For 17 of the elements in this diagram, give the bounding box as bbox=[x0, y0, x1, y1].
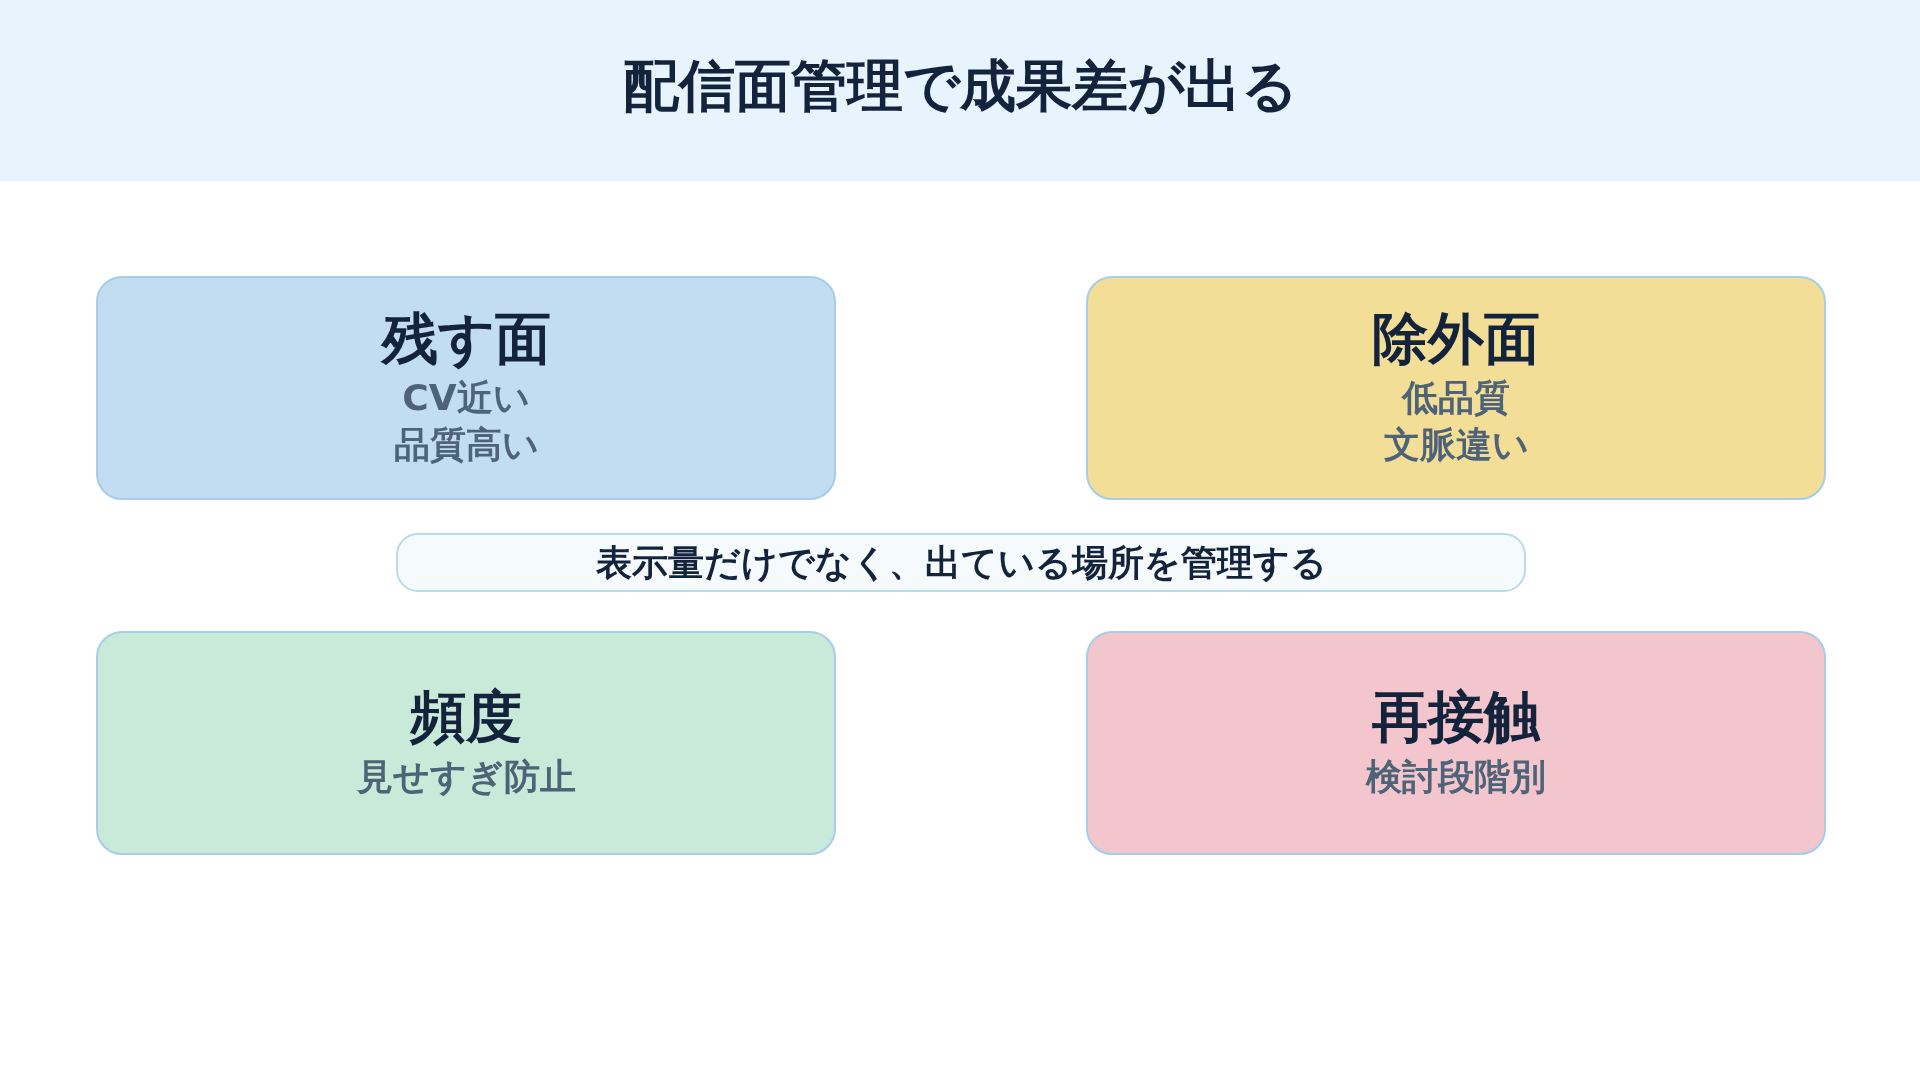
card-heading: 再接触 bbox=[1372, 685, 1540, 750]
title: 配信面管理で成果差が出る bbox=[622, 52, 1298, 120]
message-banner bbox=[396, 533, 1526, 592]
card-text: 低品質 bbox=[1402, 376, 1510, 421]
card-heading: 残す面 bbox=[381, 307, 551, 372]
card-text: 文脈違い bbox=[1383, 423, 1529, 468]
category-card bbox=[96, 276, 836, 500]
card-text: 見せすぎ防止 bbox=[356, 754, 576, 799]
card-text: 品質高い bbox=[393, 423, 539, 468]
banner-text: 表示量だけでなく、出ている場所を管理する bbox=[595, 540, 1327, 585]
category-card bbox=[96, 631, 836, 855]
card-text: 検討段階別 bbox=[1366, 754, 1546, 799]
card-text: CV近い bbox=[402, 376, 530, 421]
category-card bbox=[1086, 276, 1826, 500]
category-card bbox=[1086, 631, 1826, 855]
card-heading: 頻度 bbox=[410, 685, 522, 750]
card-heading: 除外面 bbox=[1372, 307, 1540, 372]
